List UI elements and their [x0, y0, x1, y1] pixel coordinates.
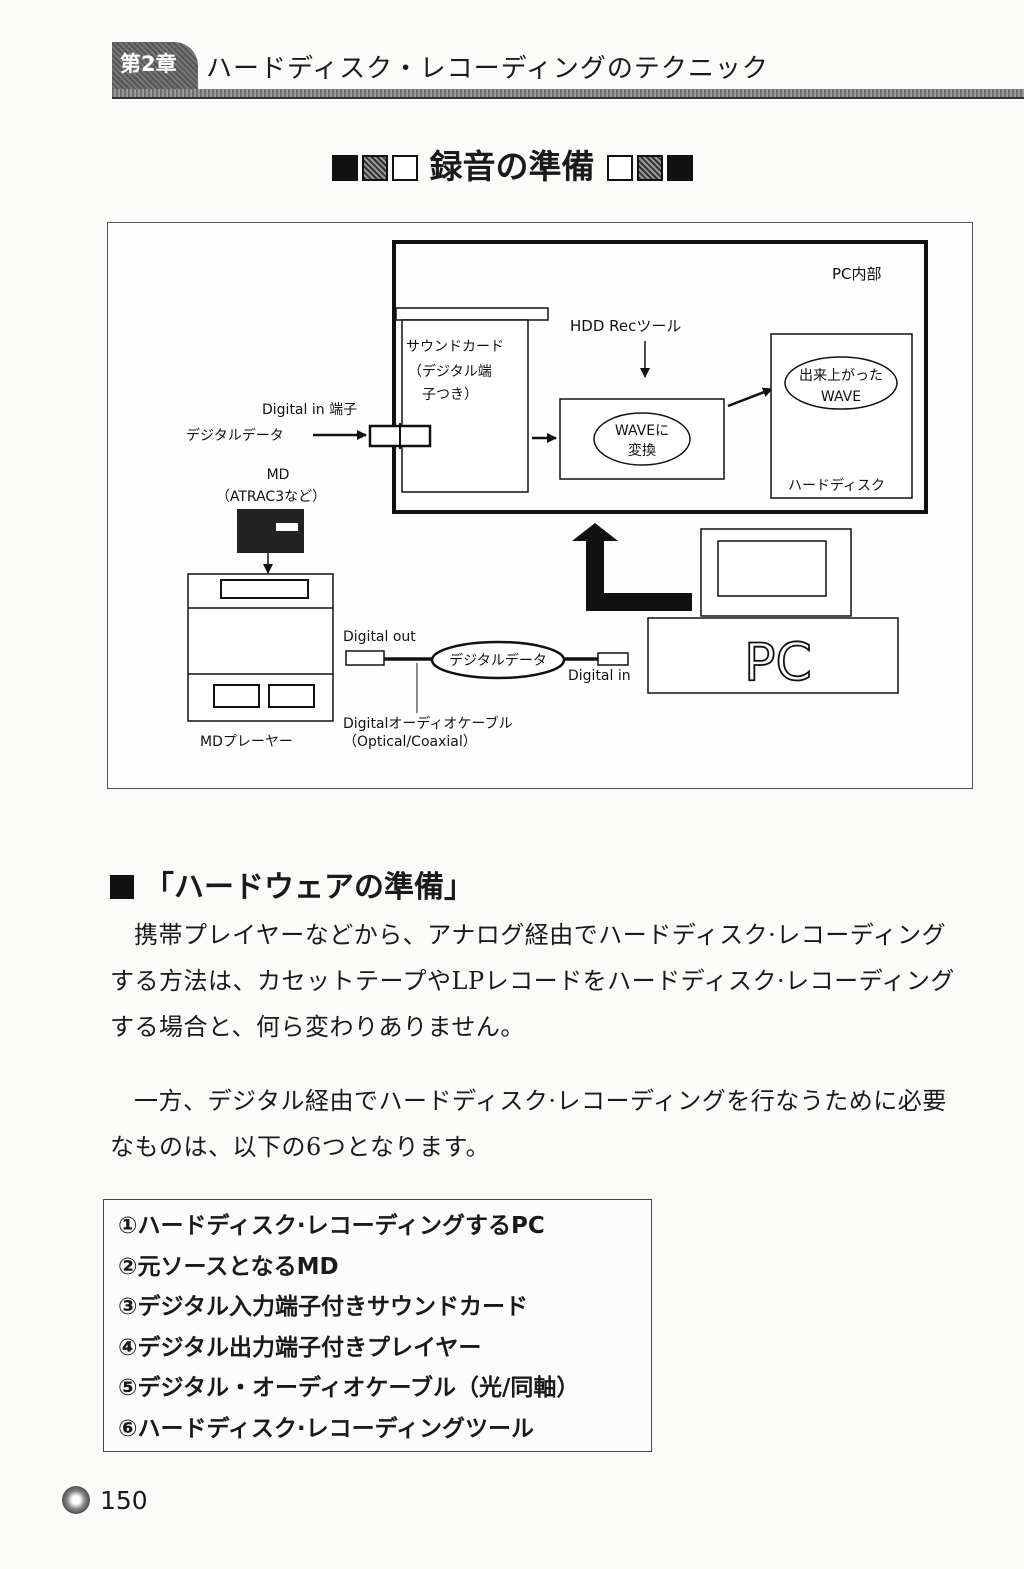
requirement-item: ④デジタル出力端子付きプレイヤー	[118, 1334, 482, 1361]
sound-card-bracket	[395, 307, 549, 321]
finished-wave-label-2: WAVE	[821, 389, 861, 405]
header-rule	[112, 89, 1024, 99]
cable-type-label: （Optical/Coaxial）	[343, 734, 477, 750]
digital-out-plug	[345, 650, 385, 666]
md-player-button-left	[213, 684, 260, 708]
pc-label: PC	[744, 633, 812, 693]
convert-to-disk-arrow	[727, 387, 773, 408]
pc-inside-frame	[392, 240, 928, 514]
pc-inside-label: PC内部	[832, 265, 882, 283]
cable-label: Digitalオーディオケーブル	[343, 715, 513, 732]
figure-title: 録音の準備	[0, 140, 1024, 188]
page-number: 150	[62, 1486, 148, 1515]
page-marker-icon	[62, 1486, 90, 1514]
wave-convert-label: WAVEに	[615, 423, 669, 439]
md-label: MD	[267, 467, 290, 483]
finished-wave-label: 出来上がった	[799, 368, 883, 384]
black-square-icon	[331, 155, 358, 181]
section-heading-text: 「ハードウェアの準備」	[144, 870, 474, 905]
pc-to-inside-arrow	[572, 523, 692, 611]
wave-convert-label-2: 変換	[628, 442, 656, 459]
digital-in-label: Digital in	[568, 668, 631, 684]
sound-card-label-3: 子つき）	[422, 387, 478, 403]
page-header: 第2章 ハードディスク・レコーディングのテクニック	[0, 0, 1024, 100]
section-heading: 「ハードウェアの準備」	[110, 862, 474, 906]
sound-card-label-2: （デジタル端	[408, 363, 492, 380]
sound-card	[401, 319, 529, 493]
gray-square-icon	[636, 155, 663, 181]
wave-convert-ellipse	[593, 412, 691, 466]
requirements-box: ①ハードディスク·レコーディングするPC ②元ソースとなるMD ③デジタル入力端…	[103, 1199, 652, 1452]
sound-card-label: サウンドカード	[406, 339, 504, 355]
requirement-item: ①ハードディスク·レコーディングするPC	[118, 1213, 545, 1239]
digital-data-cable-ellipse	[430, 640, 566, 680]
square-bullet-icon	[110, 875, 134, 899]
chapter-badge: 第2章	[112, 42, 198, 90]
figure-title-text: 録音の準備	[429, 147, 595, 186]
requirement-item: ⑤デジタル・オーディオケーブル（光/同軸）	[118, 1375, 580, 1401]
page-number-text: 150	[100, 1486, 148, 1515]
chapter-title: ハードディスク・レコーディングのテクニック	[206, 54, 769, 84]
gray-square-icon	[361, 155, 388, 181]
white-square-icon	[606, 155, 633, 181]
md-player-label: MDプレーヤー	[200, 734, 293, 750]
hard-disk-label: ハードディスク	[788, 477, 885, 494]
digital-in-port-label: Digital in 端子	[262, 402, 357, 418]
pc-monitor-screen	[717, 540, 827, 597]
pc-body	[647, 617, 899, 694]
black-square-icon	[666, 155, 693, 181]
requirement-item: ⑥ハードディスク·レコーディングツール	[118, 1415, 534, 1442]
digital-in-plug	[597, 652, 629, 666]
recording-setup-diagram: PC内部 サウンドカード （デジタル端 子つき） Digital in 端子 デ…	[107, 222, 973, 789]
paragraph: 携帯プレイヤーなどから、アナログ経由でハードディスク·レコーディングする方法は、…	[110, 921, 955, 1041]
md-format-label: （ATRAC3など）	[216, 489, 326, 505]
white-square-icon	[391, 155, 418, 181]
digital-data-cable-label: デジタルデータ	[449, 652, 547, 669]
paragraph: 一方、デジタル経由でハードディスク·レコーディングを行なうために必要なものは、以…	[110, 1087, 947, 1161]
hdd-rec-tool-label: HDD Recツール	[570, 317, 681, 335]
finished-wave-ellipse	[784, 356, 898, 410]
requirement-item: ③デジタル入力端子付きサウンドカード	[118, 1294, 529, 1320]
md-player-slot	[220, 579, 309, 599]
requirement-item: ②元ソースとなるMD	[118, 1253, 339, 1280]
digital-out-label: Digital out	[343, 629, 416, 645]
md-disc-label	[276, 523, 298, 531]
digital-data-label-left: デジタルデータ	[186, 427, 284, 444]
md-player-button-right	[268, 684, 315, 708]
